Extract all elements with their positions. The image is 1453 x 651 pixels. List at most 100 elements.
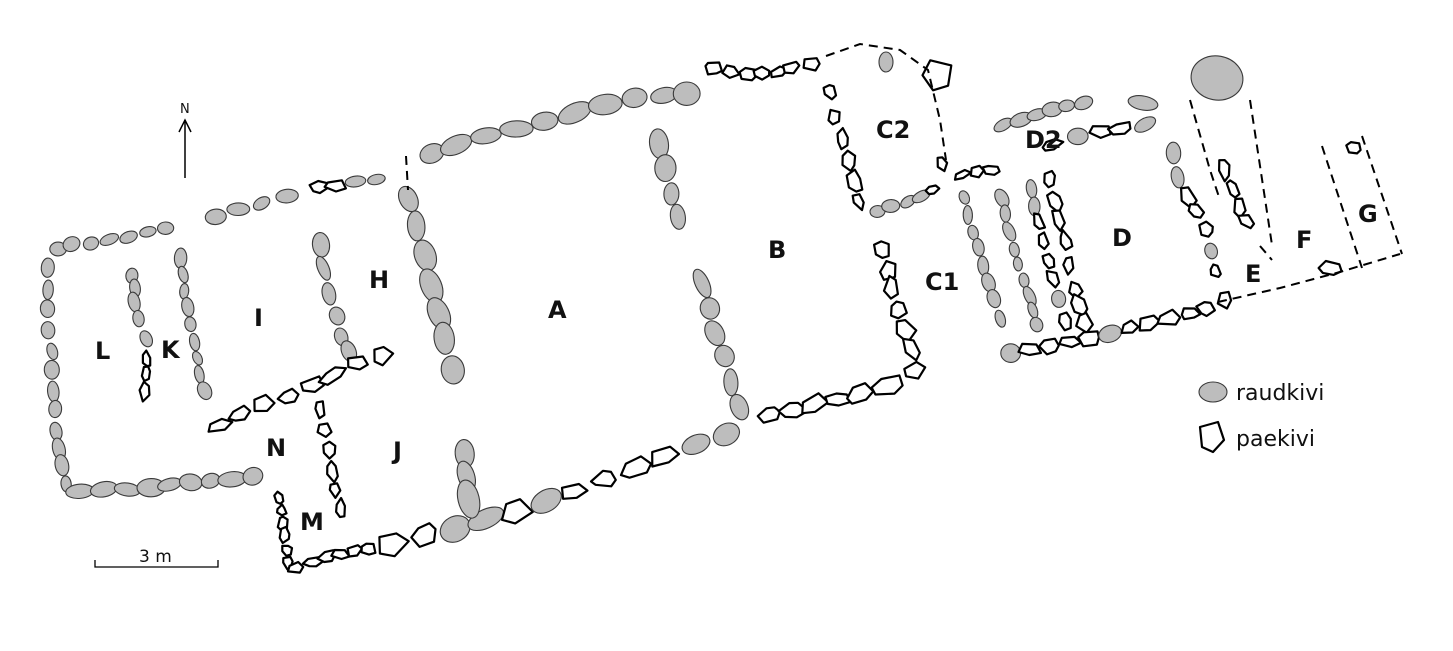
scale-label: 3 m: [139, 547, 172, 567]
room-label-d2: D2: [1025, 126, 1062, 154]
limestone-stone: [1225, 179, 1241, 199]
granite-stone: [433, 321, 455, 355]
granite-stone: [311, 232, 331, 258]
limestone-stone: [1106, 121, 1132, 136]
scale-bar: 3 m: [94, 547, 219, 568]
limestone-stone: [1345, 141, 1362, 155]
granite-stone: [440, 355, 465, 385]
granite-stone: [456, 479, 481, 519]
granite-stone: [217, 471, 247, 488]
limestone-stone: [1017, 342, 1043, 357]
granite-stone: [467, 506, 505, 532]
limestone-stone: [347, 355, 369, 371]
limestone-stone: [1233, 197, 1247, 220]
granite-stone: [413, 239, 438, 272]
limestone-stone: [953, 168, 973, 181]
granite-stone: [663, 182, 680, 206]
limestone-stone: [845, 168, 864, 193]
limestone-stone: [836, 127, 849, 151]
granite-stone: [315, 255, 332, 281]
limestone-stone: [873, 240, 890, 259]
dashed-wall-line: [1217, 253, 1401, 303]
limestone-stone: [373, 345, 395, 367]
granite-stone: [499, 120, 534, 138]
granite-stone: [181, 296, 195, 318]
granite-stone: [184, 316, 197, 333]
granite-stone: [275, 188, 299, 204]
limestone-stone: [1058, 335, 1083, 349]
limestone-stone: [1156, 308, 1182, 326]
limestone-stone: [276, 387, 300, 405]
limestone-stone: [841, 149, 857, 173]
limestone-stone: [1068, 280, 1084, 300]
limestone-stone: [1317, 259, 1343, 276]
granite-stone: [46, 342, 59, 361]
granite-stone: [139, 226, 157, 238]
granite-stone: [1025, 179, 1038, 199]
granite-stone: [179, 282, 190, 300]
granite-stone: [1029, 316, 1044, 333]
limestone-stone: [882, 274, 899, 300]
limestone-stone: [278, 525, 291, 545]
granite-stone: [1027, 301, 1039, 319]
limestone-stone: [314, 400, 326, 420]
limestone-stone: [299, 375, 325, 393]
room-label-f: F: [1296, 226, 1312, 254]
limestone-stone: [777, 401, 809, 419]
granite-stone: [1098, 324, 1122, 344]
limestone-stone: [335, 496, 346, 519]
granite-stone: [1074, 95, 1094, 111]
limestone-stone: [1195, 301, 1216, 318]
limestone-stone: [1180, 186, 1198, 210]
limestone-stone: [969, 164, 985, 179]
granite-stone: [42, 279, 54, 301]
granite-stone: [1008, 241, 1020, 258]
granite-stone: [681, 433, 711, 456]
limestone-stone: [1045, 270, 1061, 289]
stone-walls: [39, 51, 1362, 574]
limestone-stone: [253, 393, 276, 413]
limestone-stone: [1138, 314, 1162, 332]
limestone-stone: [1070, 293, 1089, 317]
dashed-wall-line: [405, 155, 409, 191]
limestone-stone: [1037, 231, 1050, 251]
granite-stone: [48, 399, 63, 419]
granite-stone: [958, 190, 971, 205]
limestone-stone: [281, 544, 294, 557]
granite-stone: [188, 332, 201, 352]
granite-stone: [132, 309, 145, 328]
limestone-stone: [207, 417, 234, 433]
limestone-stone: [1187, 203, 1206, 219]
granite-stone: [999, 204, 1011, 223]
north-label: N: [180, 102, 190, 117]
limestone-stone: [903, 360, 927, 380]
granite-stone: [692, 268, 712, 299]
room-label-e: E: [1245, 260, 1261, 288]
limestone-stone: [500, 498, 534, 525]
limestone-stone: [1033, 212, 1047, 230]
granite-stone: [530, 111, 559, 131]
granite-stone: [62, 236, 81, 253]
limestone-stone: [1058, 311, 1072, 332]
granite-stone: [328, 306, 346, 326]
granite-stone: [1127, 95, 1159, 111]
limestone-stone: [1209, 263, 1222, 278]
limestone-stone: [273, 490, 285, 505]
granite-stone: [119, 230, 138, 244]
limestone-stone: [824, 392, 852, 407]
limestone-stone: [1180, 307, 1202, 321]
limestone-stone: [704, 61, 723, 76]
room-label-d: D: [1112, 224, 1132, 252]
dashed-wall-line: [1361, 135, 1403, 255]
limestone-stone: [589, 469, 617, 488]
granite-stone: [177, 265, 189, 284]
granite-stone: [470, 127, 502, 145]
granite-stone: [40, 321, 56, 340]
granite-stone: [196, 381, 213, 401]
granite-stone: [82, 236, 100, 251]
granite-stone: [729, 393, 750, 421]
limestone-stone: [1088, 125, 1112, 139]
limestone-stone: [651, 445, 681, 468]
limestone-stone: [901, 337, 921, 362]
north-arrow: N: [178, 102, 192, 178]
